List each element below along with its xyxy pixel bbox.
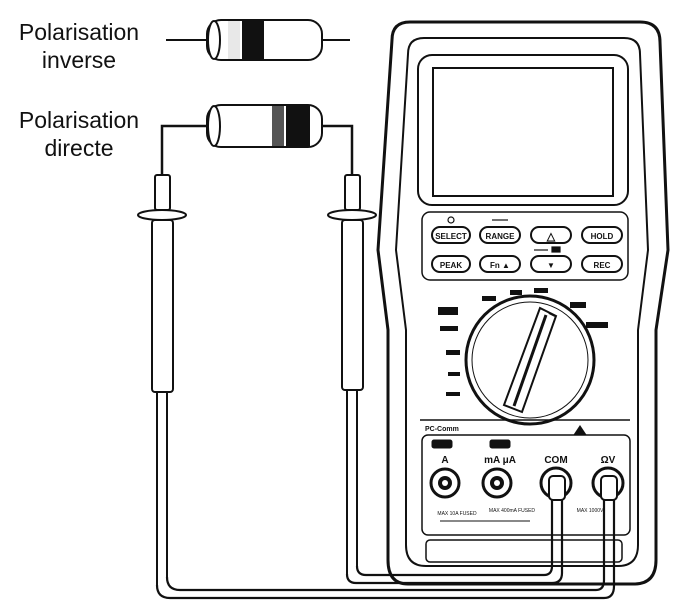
jack-panel (421, 434, 631, 536)
down-button[interactable]: ▼ (530, 255, 572, 273)
forward-bias-label-line1: Polarisation (18, 107, 140, 133)
reverse-bias-diode (166, 19, 350, 61)
select-button-label: SELECT (435, 232, 467, 241)
pc-comm-section: PC-Comm (420, 419, 630, 433)
jack-a-label: A (441, 455, 448, 466)
plug-com (548, 475, 566, 501)
probe-left (137, 174, 187, 585)
forward-diode-leads (160, 124, 354, 176)
peak-button-label: PEAK (440, 261, 462, 270)
hold-button-label: HOLD (591, 232, 614, 241)
peak-button[interactable]: PEAK (431, 255, 471, 273)
jack-com-label: COM (544, 455, 567, 466)
button-legend-marks (447, 216, 561, 253)
reverse-bias-label-line2: inverse (41, 47, 117, 73)
dial-pointer (502, 306, 558, 414)
forward-bias-label-line2: directe (44, 135, 114, 161)
forward-bias-diode (206, 104, 323, 148)
jack-v-label: ΩV (601, 455, 616, 466)
jack-a[interactable] (429, 467, 461, 499)
rotary-dial[interactable] (464, 294, 596, 426)
pc-comm-label: PC-Comm (425, 426, 459, 433)
range-button-label: RANGE (486, 232, 516, 241)
button-panel (421, 211, 629, 281)
fuse-note-v: MAX 1000V (577, 508, 604, 514)
rec-button[interactable]: REC (581, 255, 623, 273)
jack-ma[interactable] (481, 467, 513, 499)
probe-right (327, 174, 377, 574)
reverse-bias-label-line1: Polarisation (18, 19, 140, 45)
select-button[interactable]: SELECT (431, 226, 471, 244)
meter-bottom-inset (425, 539, 623, 563)
range-button[interactable]: RANGE (479, 226, 521, 244)
plug-v (600, 475, 618, 501)
fn-up-button[interactable]: Fn ▲ (479, 255, 521, 273)
delta-button[interactable]: △ (530, 226, 572, 244)
hold-button[interactable]: HOLD (581, 226, 623, 244)
reverse-bias-label: Polarisation inverse (4, 18, 154, 74)
delta-button-label: △ (546, 231, 556, 243)
test-lead-cables (155, 498, 616, 600)
rec-button-label: REC (594, 261, 611, 270)
fn-up-button-label: Fn ▲ (490, 261, 510, 270)
fuse-note-a: MAX 10A FUSED (437, 511, 477, 517)
lcd-display (417, 54, 629, 206)
dial-position-marks (438, 288, 608, 396)
forward-bias-label: Polarisation directe (4, 106, 154, 162)
fuse-note-ma: MAX 400mA FUSED (489, 508, 536, 514)
down-button-label: ▼ (547, 261, 555, 270)
jack-ma-label: mA μA (484, 455, 516, 466)
